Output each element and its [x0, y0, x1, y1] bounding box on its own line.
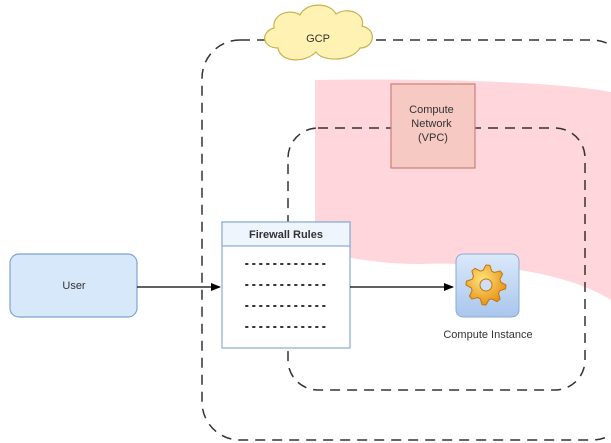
- user-label: User: [62, 280, 86, 292]
- firewall-title: Firewall Rules: [249, 229, 323, 241]
- vpc-region: [315, 79, 611, 300]
- firewall-rule-list: [245, 263, 327, 328]
- vpc-label-line-1: Compute: [409, 104, 454, 116]
- vpc-label-line-2: Network: [411, 118, 452, 130]
- vpc-box: Compute Network (VPC): [390, 83, 476, 169]
- gcp-label: GCP: [306, 33, 330, 45]
- svg-text:Compute Network (V: Compute Network (VPC): [409, 104, 457, 144]
- compute-instance: Compute Instance: [443, 253, 533, 341]
- gcp-cloud: GCP: [264, 4, 373, 61]
- gcp-boundary: [201, 39, 611, 441]
- vpc-label-line-3: (VPC): [418, 132, 448, 144]
- user-box: User: [9, 253, 138, 318]
- gear-icon: [465, 264, 507, 306]
- compute-instance-label: Compute Instance: [443, 329, 532, 341]
- firewall-rules-box: Firewall Rules: [221, 221, 351, 349]
- gear-hole: [479, 278, 493, 292]
